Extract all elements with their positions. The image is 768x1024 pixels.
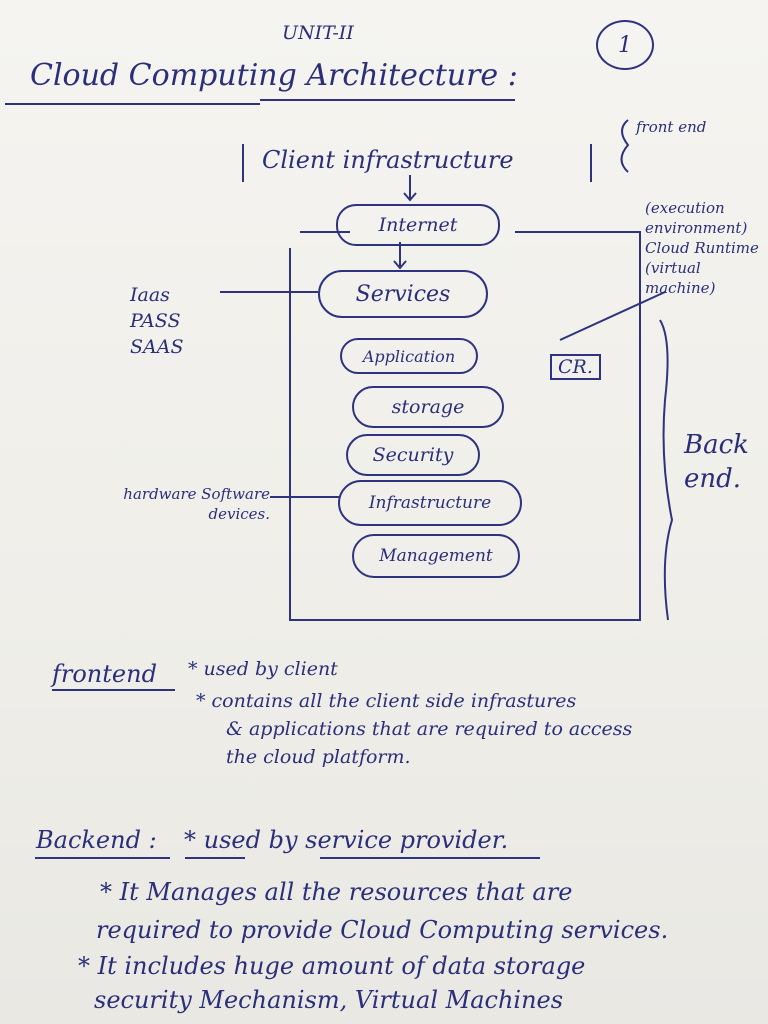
hardware-label: hardware Software devices. (123, 485, 270, 523)
page-number-text: 1 (618, 32, 632, 58)
client-bracket (242, 144, 592, 182)
backend-point-4: security Mechanism, Virtual Machines (94, 986, 564, 1014)
frontend-point-1: * used by client (188, 658, 338, 680)
backend-point-1: * It Manages all the resources that are (100, 878, 573, 906)
component-application: Application (340, 338, 478, 374)
component-services: Services (318, 270, 488, 318)
page-number: 1 (596, 20, 654, 70)
frontend-point-4: the cloud platform. (226, 746, 411, 768)
service-models: Iaas PASS SAAS (130, 282, 183, 360)
service-model-saas: SAAS (130, 336, 184, 358)
frontend-point-3: & applications that are required to acce… (226, 718, 633, 740)
backend-point-3: * It includes huge amount of data storag… (78, 952, 586, 980)
service-model-iaas: Iaas (130, 284, 170, 306)
component-management: Management (352, 534, 520, 578)
back-end-label: Back end. (684, 430, 749, 494)
backend-used-by: * used by service provider. (184, 826, 509, 854)
internet-cloud: Internet (336, 204, 500, 246)
component-storage: storage (352, 386, 504, 428)
page-title: Cloud Computing Architecture : (30, 58, 518, 93)
backend-heading: Backend : (36, 826, 157, 854)
component-infrastructure: Infrastructure (338, 480, 522, 526)
front-end-label: front end (636, 118, 707, 136)
component-security: Security (346, 434, 480, 476)
service-model-pass: PASS (130, 310, 181, 332)
unit-label: UNIT-II (282, 22, 354, 44)
backend-point-2: required to provide Cloud Computing serv… (96, 916, 669, 944)
cr-box: CR. (550, 354, 601, 380)
frontend-point-2: * contains all the client side infrastur… (196, 690, 577, 712)
frontend-heading: frontend (52, 660, 157, 688)
execution-environment-note: (execution environment) Cloud Runtime (v… (645, 199, 759, 297)
client-infrastructure-box: Client infrastructure (262, 146, 514, 174)
